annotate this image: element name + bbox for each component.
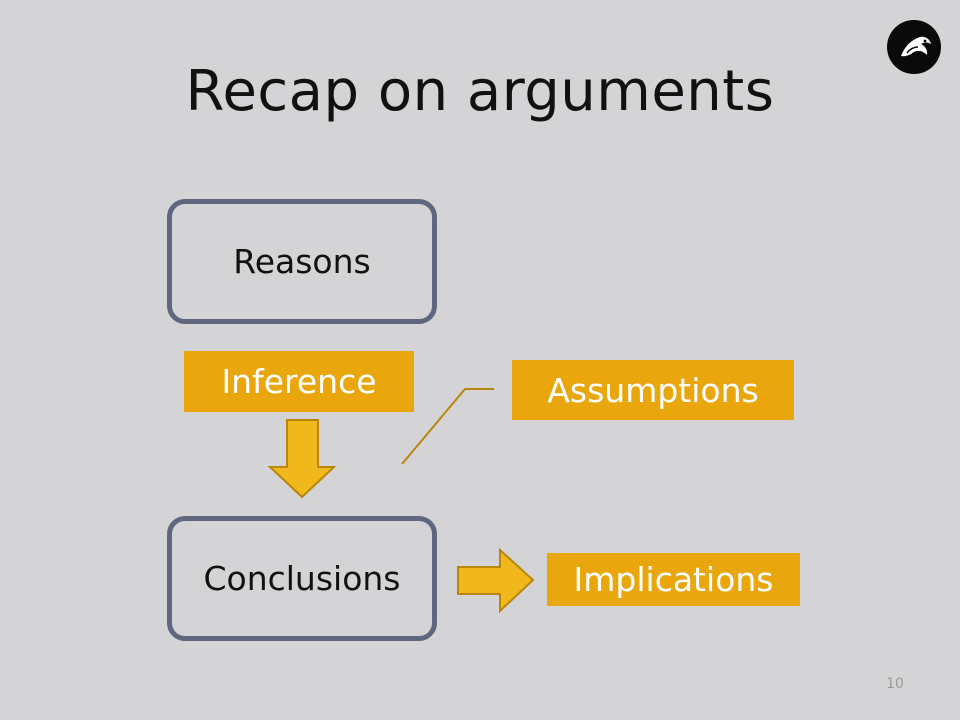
bird-logo-icon [887,20,941,74]
slide-title: Recap on arguments [185,59,775,124]
conclusions-box: Conclusions [167,516,437,641]
implications-tag: Implications [547,553,800,606]
conclusions-label: Conclusions [203,559,401,598]
down-arrow-icon [267,419,337,499]
assumptions-callout-line [401,388,494,465]
page-number: 10 [886,676,904,692]
assumptions-label: Assumptions [547,370,759,410]
inference-tag: Inference [184,351,414,412]
inference-label: Inference [221,362,377,401]
right-arrow-icon [457,547,535,614]
reasons-label: Reasons [233,242,371,281]
reasons-box: Reasons [167,199,437,324]
implications-label: Implications [573,560,774,599]
assumptions-tag: Assumptions [512,360,794,420]
